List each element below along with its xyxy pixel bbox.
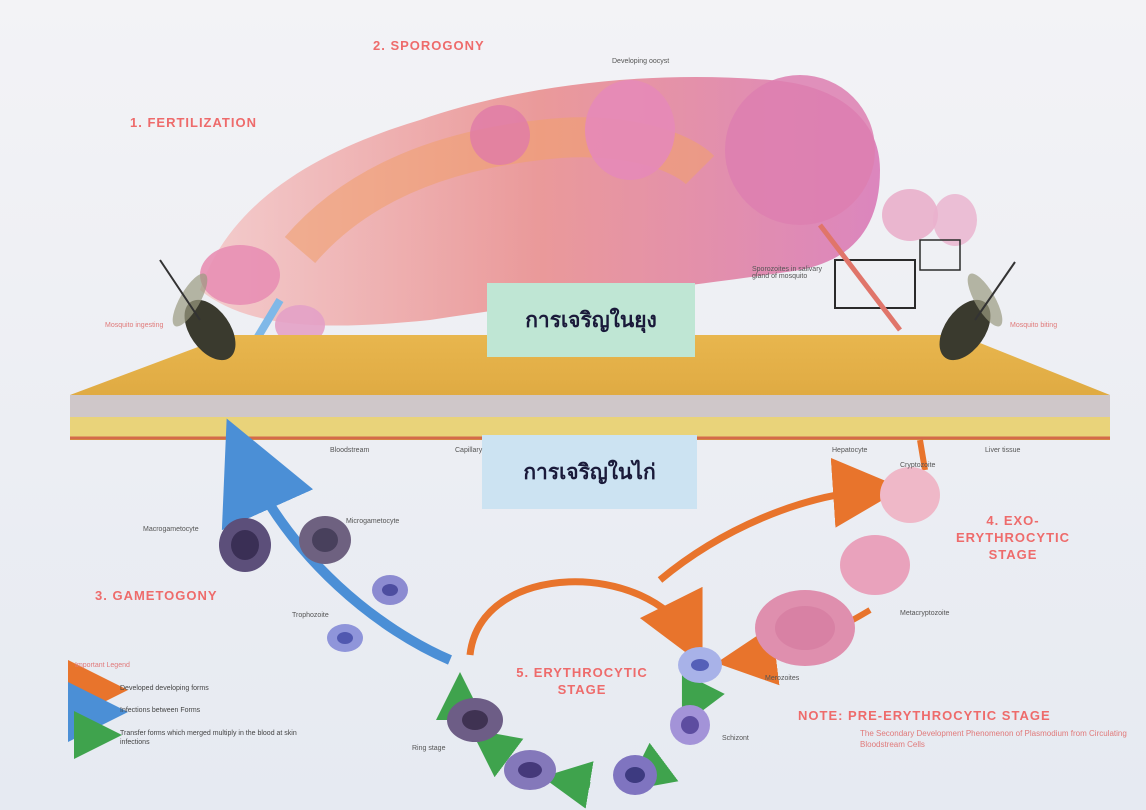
gametocyte-cells [219, 516, 408, 652]
stage-label-erythrocytic: 5. ERYTHROCYTIC STAGE [502, 664, 662, 698]
label-mosquito-left: Mosquito ingesting [105, 322, 163, 329]
label-trophozoite: Trophozoite [292, 612, 329, 619]
label-metacryptozoite: Metacryptozoite [900, 610, 949, 617]
label-cryptozoite: Cryptozoite [900, 462, 935, 469]
legend-item-label: Developed developing forms [120, 684, 209, 693]
legend-swatches [78, 690, 104, 735]
label-hepatocyte: Hepatocyte [832, 447, 867, 454]
label-liver-tissue: Liver tissue [985, 447, 1020, 454]
legend-item: Infections between Forms [120, 706, 200, 715]
legend-item-label: Transfer forms which merged multiply in … [120, 729, 310, 747]
label-oocyst: Developing oocyst [612, 58, 669, 65]
host-development-label: การเจริญในไก่ [482, 435, 697, 509]
stage-label-fertilization: 1. FERTILIZATION [130, 115, 257, 130]
stage-label-exo-erythrocytic: 4. EXO-ERYTHROCYTIC STAGE [948, 512, 1078, 563]
erythrocytic-loop-arrow [470, 582, 690, 655]
label-macrogamete: Macrogametocyte [143, 526, 199, 533]
label-capillary: Capillary [455, 447, 482, 454]
legend-item: Transfer forms which merged multiply in … [120, 729, 310, 747]
merozoite-cycle-arrows [460, 690, 700, 785]
note-body: The Secondary Development Phenomenon of … [860, 728, 1140, 750]
legend-item: Developed developing forms [120, 684, 209, 693]
stage-label-gametogony: 3. GAMETOGONY [95, 588, 218, 603]
label-schizont: Schizont [722, 735, 749, 742]
label-bloodstream: Bloodstream [330, 447, 369, 454]
label-microgamete: Microgametocyte [346, 518, 399, 525]
note-title: NOTE: PRE-ERYTHROCYTIC STAGE [798, 708, 1051, 723]
label-merozoite: Merozoites [765, 675, 799, 682]
label-sporozoites: Sporozoites in salivary gland of mosquit… [752, 266, 832, 280]
legend-item-label: Infections between Forms [120, 706, 200, 715]
stage-label-sporogony: 2. SPOROGONY [373, 38, 485, 53]
label-ring-stage: Ring stage [412, 745, 445, 752]
mosquito-development-label: การเจริญในยุง [487, 283, 695, 357]
label-mosquito-right: Mosquito biting [1010, 322, 1057, 329]
legend-title: Important Legend [75, 662, 130, 669]
exo-erythrocytic-cells [755, 467, 940, 666]
